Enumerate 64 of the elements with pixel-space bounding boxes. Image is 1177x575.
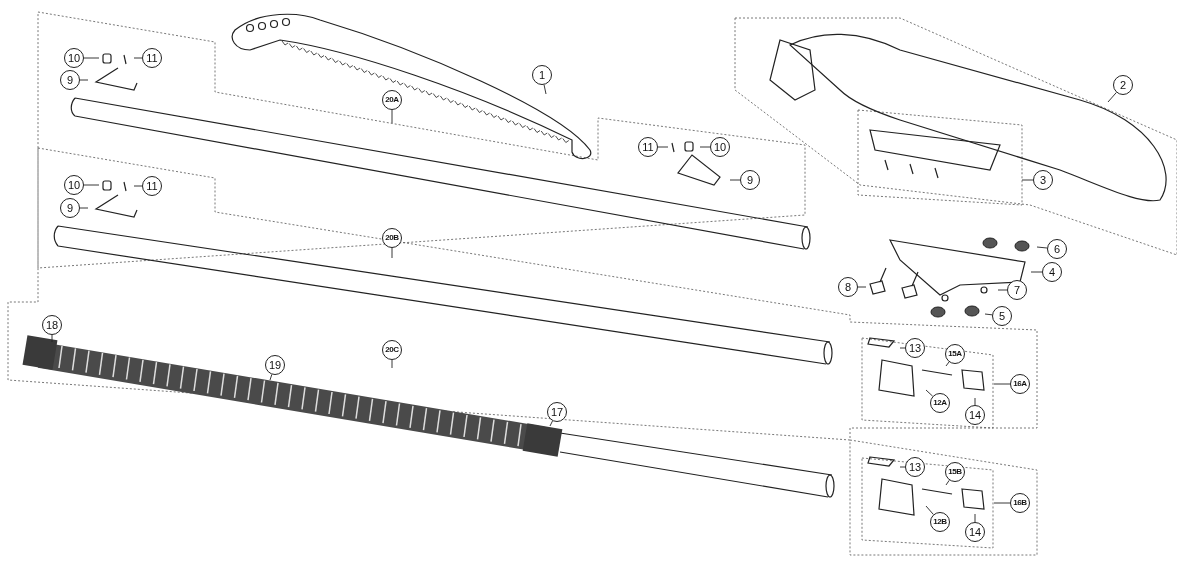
leader-line — [729, 179, 741, 181]
leader-line — [549, 420, 553, 427]
callout-number: 13 — [905, 338, 925, 358]
callout-number: 3 — [1033, 170, 1053, 190]
leader-line — [993, 383, 1011, 385]
leader-line — [391, 247, 393, 259]
callout-number: 16A — [1010, 374, 1030, 394]
callout-number: 5 — [992, 306, 1012, 326]
callout-number: 20C — [382, 340, 402, 360]
leader-line — [51, 334, 53, 343]
leader-line — [1107, 92, 1117, 103]
leader-line — [133, 185, 143, 187]
leader-line — [699, 146, 711, 148]
leader-line — [857, 286, 867, 288]
callout-number: 9 — [60, 198, 80, 218]
callout-number: 18 — [42, 315, 62, 335]
callout-number: 20A — [382, 90, 402, 110]
leader-line — [1036, 246, 1048, 249]
callout-number: 10 — [64, 48, 84, 68]
leader-line — [83, 57, 100, 59]
leader-line — [925, 505, 934, 515]
leader-line — [974, 513, 976, 523]
leader-line — [79, 207, 89, 209]
leader-line — [925, 389, 934, 397]
leader-line — [899, 347, 906, 349]
callout-number: 16B — [1010, 493, 1030, 513]
leader-line — [133, 57, 143, 59]
leader-line — [993, 502, 1011, 504]
callout-number: 14 — [965, 405, 985, 425]
callout-number: 11 — [142, 48, 162, 68]
callout-number: 20B — [382, 228, 402, 248]
callout-number: 12A — [930, 393, 950, 413]
callout-number: 7 — [1007, 280, 1027, 300]
leader-line — [269, 374, 273, 381]
callout-number: 8 — [838, 277, 858, 297]
callout-number: 1 — [532, 65, 552, 85]
callout-number: 11 — [142, 176, 162, 196]
callout-number: 17 — [547, 402, 567, 422]
callout-number: 10 — [64, 175, 84, 195]
leader-line — [974, 397, 976, 406]
leader-line — [391, 359, 393, 369]
callout-number: 19 — [265, 355, 285, 375]
leader-line — [391, 109, 393, 124]
leader-line — [1030, 271, 1043, 273]
leader-line — [657, 146, 669, 148]
callout-number: 2 — [1113, 75, 1133, 95]
callout-number: 11 — [638, 137, 658, 157]
callout-number: 13 — [905, 457, 925, 477]
leader-line — [83, 184, 100, 186]
leader-line — [543, 84, 547, 95]
callout-number: 12B — [930, 512, 950, 532]
leader-line — [984, 313, 993, 316]
leader-line — [1021, 179, 1034, 181]
callout-number: 6 — [1047, 239, 1067, 259]
callout-number: 9 — [60, 70, 80, 90]
callout-number: 10 — [710, 137, 730, 157]
callout-number: 9 — [740, 170, 760, 190]
leader-line — [79, 79, 89, 81]
leader-line — [899, 466, 906, 468]
callout-number: 14 — [965, 522, 985, 542]
callout-number: 15B — [945, 462, 965, 482]
leader-line — [997, 289, 1008, 291]
callout-number: 4 — [1042, 262, 1062, 282]
callout-number: 15A — [945, 344, 965, 364]
